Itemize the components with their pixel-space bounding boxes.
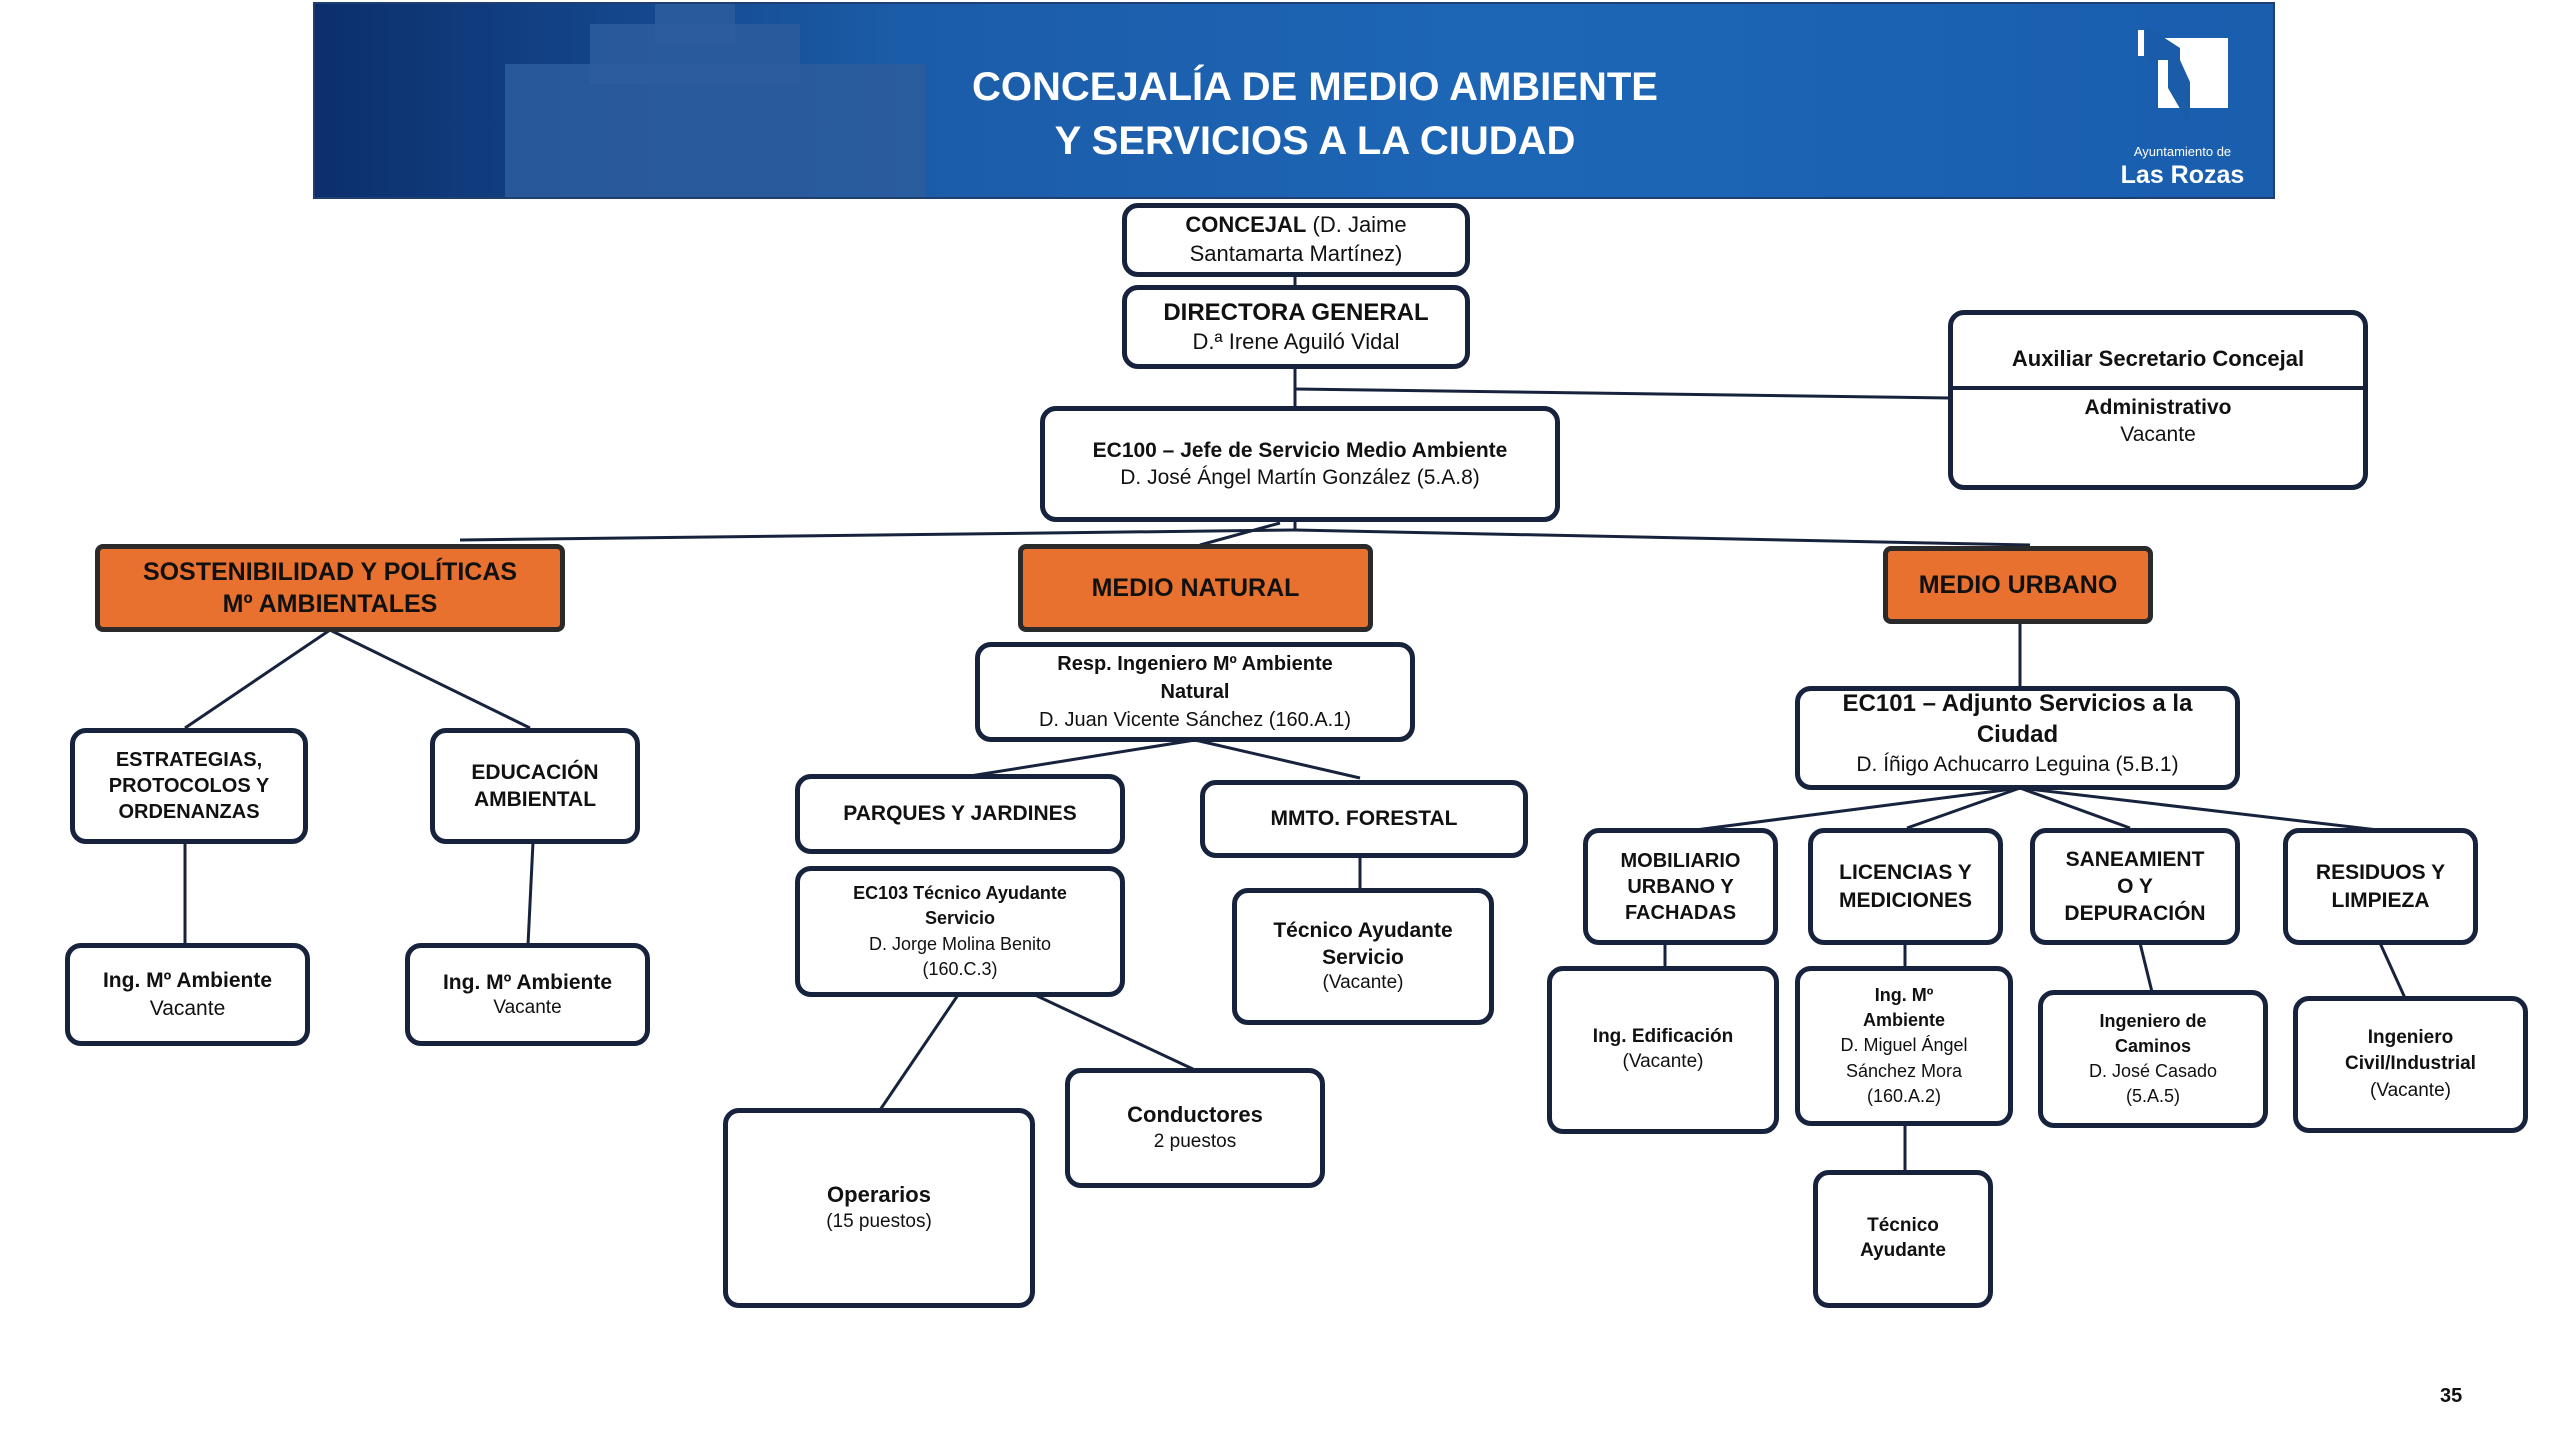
- licencias-mediciones-box: LICENCIAS Y MEDICIONES: [1808, 828, 2003, 945]
- ingeniero-civil-box: Ingeniero Civil/Industrial (Vacante): [2293, 996, 2528, 1133]
- saneamiento-depuracion-box: SANEAMIENT O Y DEPURACIÓN: [2030, 828, 2240, 945]
- ing-ambiente-urbano-box: Ing. Mº Ambiente D. Miguel Ángel Sánchez…: [1795, 966, 2013, 1126]
- logo-text-large: Las Rozas: [2120, 161, 2245, 189]
- ec100-box: EC100 – Jefe de Servicio Medio Ambiente …: [1040, 406, 1560, 522]
- auxiliar-secretario-box: Auxiliar Secretario Concejal Administrat…: [1948, 310, 2368, 490]
- ing-ambiente-box-1: Ing. Mº Ambiente Vacante: [65, 943, 310, 1046]
- ing-edificacion-box: Ing. Edificación (Vacante): [1547, 966, 1779, 1134]
- header-banner: CONCEJALÍA DE MEDIO AMBIENTE Y SERVICIOS…: [313, 2, 2275, 199]
- tecnico-ayudante-servicio-box: Técnico Ayudante Servicio (Vacante): [1232, 888, 1494, 1025]
- resp-ingeniero-box: Resp. Ingeniero Mº Ambiente Natural D. J…: [975, 642, 1415, 742]
- residuos-limpieza-box: RESIDUOS Y LIMPIEZA: [2283, 828, 2478, 945]
- medio-natural-area-box: MEDIO NATURAL: [1018, 544, 1373, 632]
- las-rozas-logo: Ayuntamiento de Las Rozas: [2110, 16, 2255, 191]
- page-number: 35: [2440, 1385, 2463, 1407]
- conductores-box: Conductores 2 puestos: [1065, 1068, 1325, 1188]
- town-hall-silhouette: [505, 64, 925, 197]
- logo-text-small: Ayuntamiento de: [2133, 144, 2232, 159]
- ec101-box: EC101 – Adjunto Servicios a la Ciudad D.…: [1795, 686, 2240, 790]
- operarios-box: Operarios (15 puestos): [723, 1108, 1035, 1308]
- directora-general-box: DIRECTORA GENERAL D.ª Irene Aguiló Vidal: [1122, 285, 1470, 369]
- page-title: CONCEJALÍA DE MEDIO AMBIENTE Y SERVICIOS…: [972, 65, 1658, 163]
- logo-icon: [2138, 26, 2228, 126]
- parques-jardines-box: PARQUES Y JARDINES: [795, 774, 1125, 854]
- tecnico-ayudante-urbano-box: Técnico Ayudante: [1813, 1170, 1993, 1308]
- mmto-forestal-box: MMTO. FORESTAL: [1200, 780, 1528, 858]
- medio-urbano-area-box: MEDIO URBANO: [1883, 546, 2153, 624]
- educacion-ambiental-box: EDUCACIÓN AMBIENTAL: [430, 728, 640, 844]
- sostenibilidad-area-box: SOSTENIBILIDAD Y POLÍTICAS Mº AMBIENTALE…: [95, 544, 565, 632]
- ec103-box: EC103 Técnico Ayudante Servicio D. Jorge…: [795, 866, 1125, 997]
- concejal-box: CONCEJAL (D. Jaime Santamarta Martínez): [1122, 203, 1470, 277]
- ingeniero-caminos-box: Ingeniero de Caminos D. José Casado (5.A…: [2038, 990, 2268, 1128]
- ing-ambiente-box-2: Ing. Mº Ambiente Vacante: [405, 943, 650, 1046]
- estrategias-box: ESTRATEGIAS, PROTOCOLOS Y ORDENANZAS: [70, 728, 308, 844]
- mobiliario-urbano-box: MOBILIARIO URBANO Y FACHADAS: [1583, 828, 1778, 945]
